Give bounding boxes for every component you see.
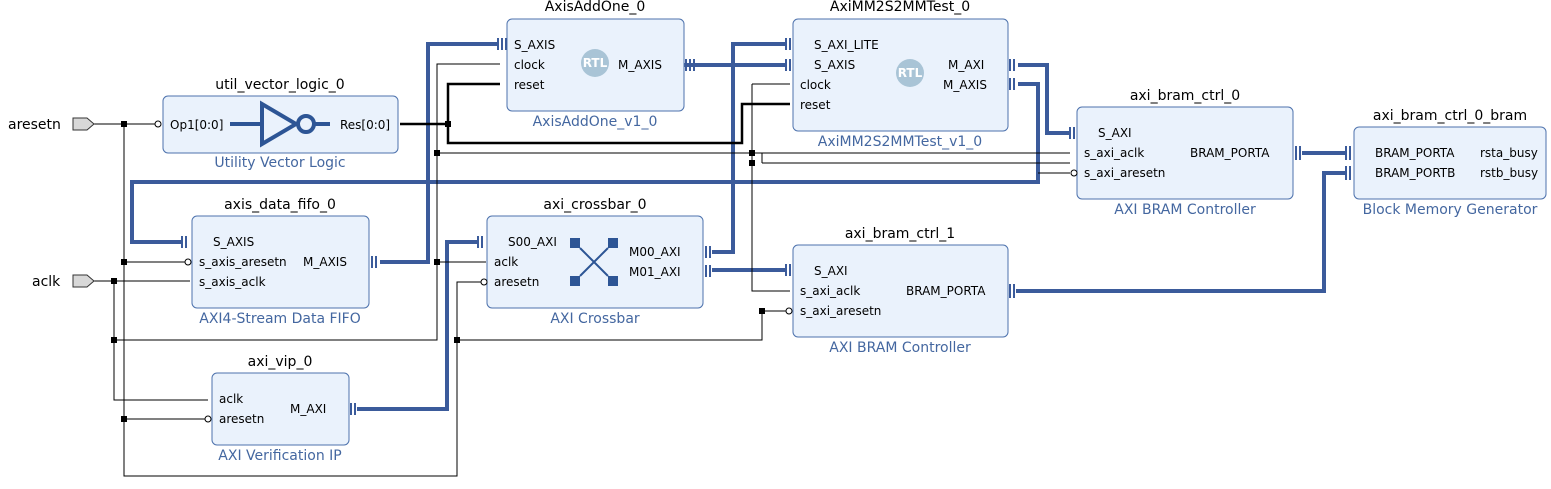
- net-clock-mm2s[interactable]: [751, 83, 790, 153]
- block-axi-crossbar[interactable]: axi_crossbar_0 AXI Crossbar S00_AXI aclk…: [480, 197, 704, 327]
- bus-bram1-porta[interactable]: [1016, 171, 1346, 293]
- bus-connector-marks: [181, 38, 1351, 415]
- block-instance-name: util_vector_logic_0: [215, 77, 344, 93]
- port-bram-porta: BRAM_PORTA: [1190, 146, 1270, 160]
- port-clock: clock: [800, 78, 831, 92]
- port-s-axi: S_AXI: [814, 264, 848, 278]
- svg-text:RTL: RTL: [583, 56, 608, 70]
- port-rsta-busy: rsta_busy: [1480, 146, 1538, 160]
- block-type-name: AXI Crossbar: [550, 311, 640, 327]
- aclk-label: aclk: [32, 274, 61, 290]
- port-res: Res[0:0]: [340, 118, 390, 132]
- port-bram-porta: BRAM_PORTA: [906, 284, 986, 298]
- port-m-axi: M_AXI: [948, 58, 984, 72]
- block-instance-name: axi_bram_ctrl_0_bram: [1373, 108, 1527, 124]
- port-s-axis-aresetn: s_axis_aresetn: [199, 255, 287, 269]
- port-reset: reset: [514, 78, 545, 92]
- crossbar-icon: [570, 238, 618, 286]
- port-aclk: aclk: [494, 255, 518, 269]
- block-axi-bram-ctrl-0[interactable]: axi_bram_ctrl_0 AXI BRAM Controller S_AX…: [1070, 88, 1294, 218]
- port-aresetn: aresetn: [494, 275, 539, 289]
- block-bram[interactable]: axi_bram_ctrl_0_bram Block Memory Genera…: [1353, 108, 1547, 218]
- port-m01-axi: M01_AXI: [629, 265, 681, 279]
- block-type-name: AxisAddOne_v1_0: [533, 114, 658, 130]
- block-axi-mm2s2mm-test[interactable]: AxiMM2S2MMTest_0 AxiMM2S2MMTest_v1_0 S_A…: [792, 0, 1009, 150]
- port-bram-portb: BRAM_PORTB: [1375, 166, 1455, 180]
- bus-maxis-to-fifo[interactable]: [130, 82, 1040, 244]
- rtl-badge-icon: RTL: [581, 49, 609, 77]
- block-instance-name: axi_bram_ctrl_0: [1130, 88, 1240, 104]
- port-s-axi-aresetn: s_axi_aresetn: [1084, 166, 1165, 180]
- bus-crossbar-to-axilite[interactable]: [712, 42, 786, 254]
- block-axi-vip[interactable]: axi_vip_0 AXI Verification IP aclk arese…: [204, 354, 350, 464]
- bus-fifo-to-addone[interactable]: [380, 42, 498, 264]
- port-s-axis: S_AXIS: [814, 58, 855, 72]
- block-type-name: AXI4-Stream Data FIFO: [199, 311, 361, 327]
- bus-vip-to-crossbar[interactable]: [357, 240, 478, 411]
- aresetn-label: aresetn: [8, 117, 61, 133]
- port-s-axi-aclk: s_axi_aclk: [1084, 146, 1144, 160]
- port-s-axi-aclk: s_axi_aclk: [800, 284, 860, 298]
- port-s-axi-aresetn: s_axi_aresetn: [800, 304, 881, 318]
- bus-wires: [130, 42, 1346, 411]
- signal-wires: [94, 63, 1070, 477]
- net-aclk[interactable]: [94, 63, 1070, 401]
- rtl-badge-icon: RTL: [896, 59, 924, 87]
- port-op1: Op1[0:0]: [170, 118, 223, 132]
- svg-text:RTL: RTL: [898, 66, 923, 80]
- port-bram-porta: BRAM_PORTA: [1375, 146, 1455, 160]
- junctions: [111, 121, 765, 422]
- port-rstb-busy: rstb_busy: [1480, 166, 1538, 180]
- port-s-axi-lite: S_AXI_LITE: [814, 38, 879, 52]
- block-type-name: AXI Verification IP: [218, 448, 341, 464]
- block-instance-name: AxiMM2S2MMTest_0: [830, 0, 970, 15]
- block-type-name: AXI BRAM Controller: [829, 340, 971, 356]
- port-s-axis: S_AXIS: [213, 235, 254, 249]
- port-m-axis: M_AXIS: [303, 255, 347, 269]
- block-type-name: Utility Vector Logic: [214, 155, 345, 171]
- block-instance-name: axi_vip_0: [248, 354, 313, 370]
- port-s-axi: S_AXI: [1098, 126, 1132, 140]
- not-gate-icon: [230, 100, 330, 148]
- port-s00-axi: S00_AXI: [508, 235, 557, 249]
- block-axi-bram-ctrl-1[interactable]: axi_bram_ctrl_1 AXI BRAM Controller S_AX…: [785, 226, 1009, 356]
- block-instance-name: axi_crossbar_0: [543, 197, 646, 213]
- block-instance-name: axis_data_fifo_0: [224, 197, 336, 213]
- net-util-res[interactable]: [400, 82, 790, 145]
- block-util-vector-logic[interactable]: util_vector_logic_0 Utility Vector Logic…: [154, 77, 399, 171]
- block-axis-add-one[interactable]: AxisAddOne_0 AxisAddOne_v1_0 S_AXIS cloc…: [506, 0, 685, 130]
- port-m-axis: M_AXIS: [943, 78, 987, 92]
- port-s-axis: S_AXIS: [514, 38, 555, 52]
- port-aresetn: aresetn: [219, 412, 264, 426]
- port-m-axis: M_AXIS: [618, 58, 662, 72]
- block-type-name: AxiMM2S2MMTest_v1_0: [818, 134, 982, 150]
- block-instance-name: AxisAddOne_0: [545, 0, 646, 15]
- block-axis-data-fifo[interactable]: axis_data_fifo_0 AXI4-Stream Data FIFO S…: [184, 197, 370, 327]
- block-instance-name: axi_bram_ctrl_1: [845, 226, 955, 242]
- block-type-name: AXI BRAM Controller: [1114, 202, 1256, 218]
- external-port-aresetn[interactable]: aresetn: [8, 117, 95, 133]
- port-clock: clock: [514, 58, 545, 72]
- port-s-axis-aclk: s_axis_aclk: [199, 275, 266, 289]
- port-m00-axi: M00_AXI: [629, 245, 681, 259]
- port-aclk: aclk: [219, 392, 243, 406]
- block-type-name: Block Memory Generator: [1363, 202, 1538, 218]
- bus-maxi-to-bram-ctrl0[interactable]: [1018, 63, 1070, 135]
- port-reset: reset: [800, 98, 831, 112]
- external-port-aclk[interactable]: aclk: [32, 274, 95, 290]
- port-m-axi: M_AXI: [290, 402, 326, 416]
